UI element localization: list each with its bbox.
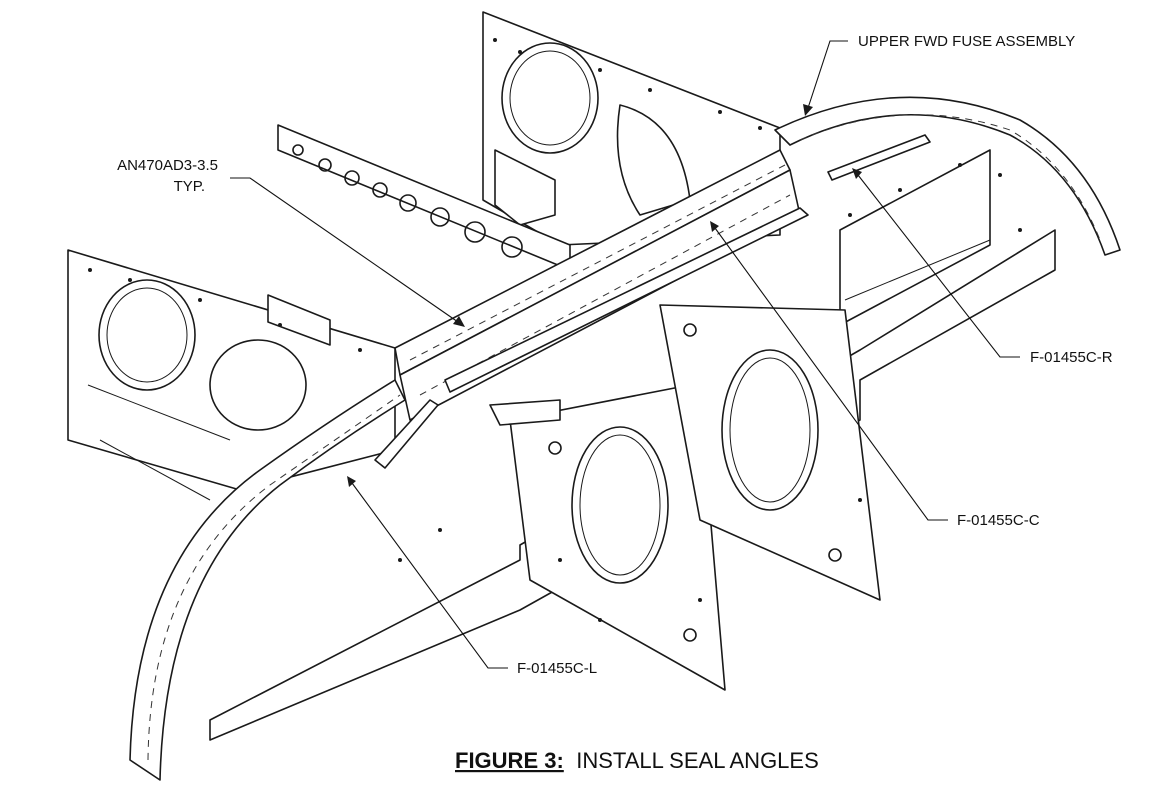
figure-caption: FIGURE 3: INSTALL SEAL ANGLES (455, 748, 819, 773)
callout-part-c: F-01455C-C (957, 512, 1040, 529)
callout-rivet-spec: AN470AD3-3.5 (117, 157, 218, 174)
forward-lower-bulkhead-center (489, 384, 726, 691)
seal-angle-right (827, 134, 931, 181)
rear-longeron-strip (277, 124, 571, 271)
leader-rivet (230, 177, 459, 323)
rivet-holes (88, 38, 1022, 622)
leader-part-l (351, 482, 508, 669)
seal-angle-center (444, 207, 809, 393)
left-forward-bulkhead (67, 249, 396, 501)
callout-part-l: F-01455C-L (517, 660, 597, 677)
callout-rivet-typ: TYP. (174, 178, 205, 195)
callout-upper-fwd-fuse: UPPER FWD FUSE ASSEMBLY (858, 33, 1075, 50)
figure-caption-text: INSTALL SEAL ANGLES (576, 748, 819, 773)
leader-part-r (857, 174, 1020, 358)
figure-caption-label: FIGURE 3: (455, 748, 564, 773)
left-lower-arc (129, 379, 406, 781)
leader-part-c (714, 227, 948, 521)
leader-lines (230, 40, 1020, 669)
callout-part-r: F-01455C-R (1030, 349, 1113, 366)
seal-angle-left (374, 399, 439, 469)
leader-upper-fwd-fuse (807, 40, 848, 109)
forward-upper-arc (774, 96, 1121, 256)
